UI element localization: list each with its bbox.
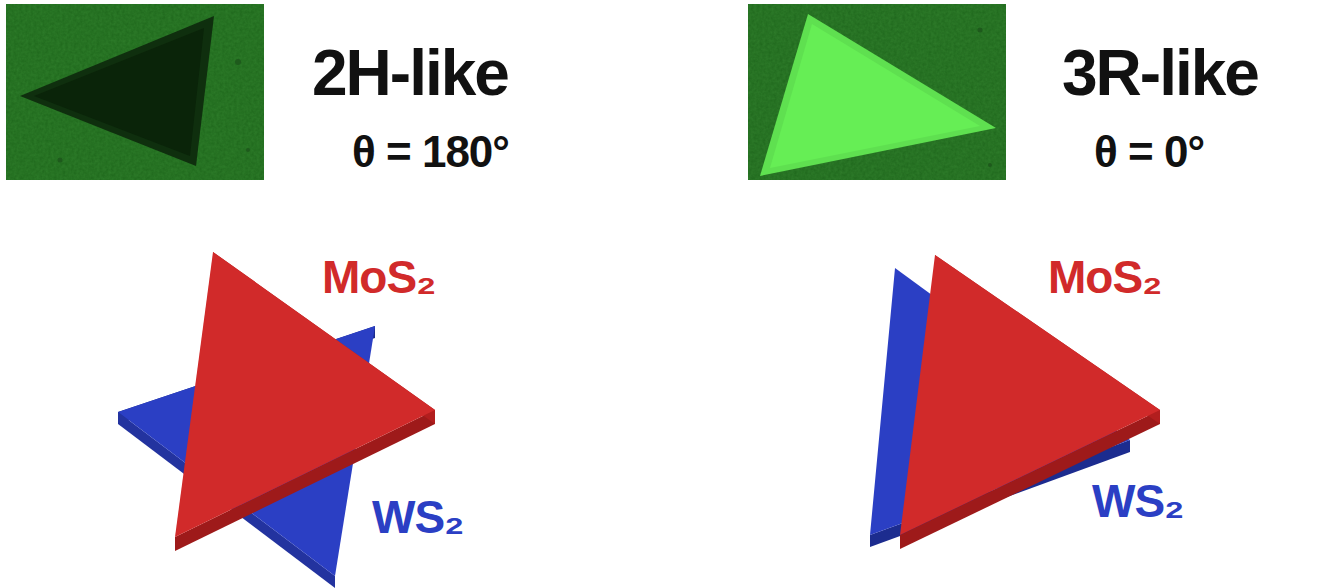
- optical-image: [6, 4, 264, 180]
- optical-image: [748, 4, 1006, 180]
- material-label: WS₂: [1092, 476, 1184, 527]
- material-label: MoS₂: [1048, 252, 1162, 303]
- material-label: MoS₂: [322, 252, 436, 303]
- stacking-title: 2H-like: [312, 38, 508, 108]
- twist-angle: θ = 0°: [1094, 128, 1204, 176]
- stacking-title: 3R-like: [1062, 38, 1258, 108]
- twist-angle: θ = 180°: [352, 128, 509, 176]
- material-label: WS₂: [372, 492, 464, 543]
